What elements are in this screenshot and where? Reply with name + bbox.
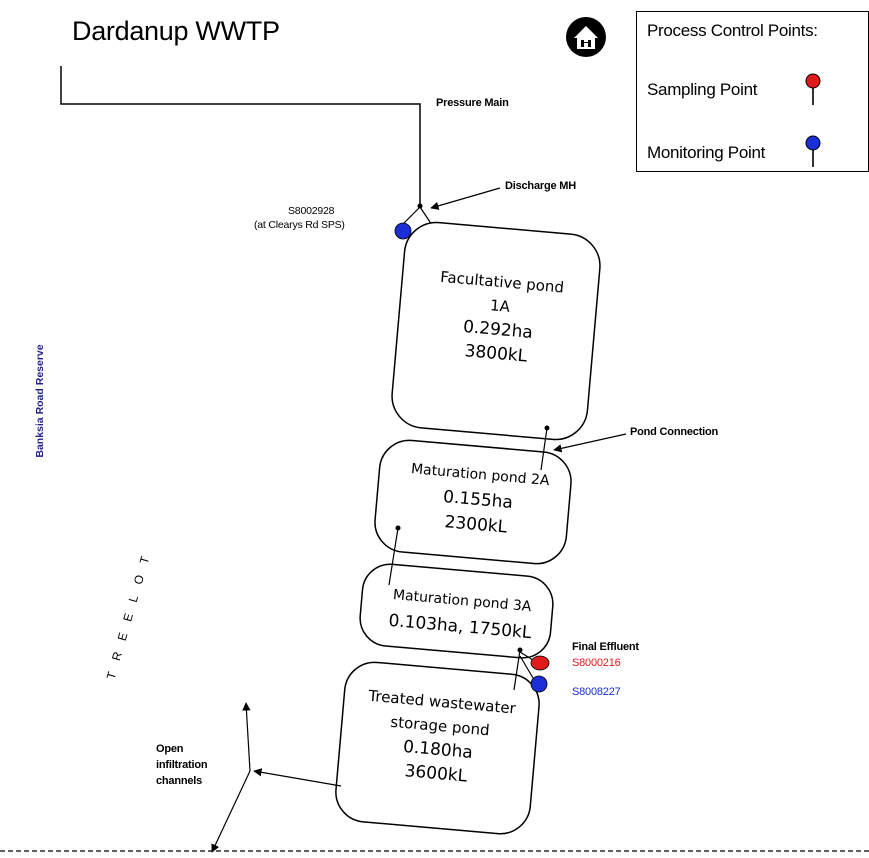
home-icon[interactable] — [563, 14, 609, 60]
pressure-main-line — [60, 66, 421, 205]
pond-connection-arrow — [553, 433, 627, 453]
s8008227-label: S8008227 — [572, 686, 621, 698]
blue-pin-icon — [805, 135, 821, 167]
legend-heading: Process Control Points: — [647, 21, 818, 40]
legend-monitoring-label: Monitoring Point — [647, 143, 766, 162]
pond-connection-3a-storage — [513, 649, 521, 691]
monitoring-point-s8008227 — [530, 675, 548, 693]
banksia-road-reserve-label: Banksia Road Reserve — [34, 344, 46, 458]
channel-arrow-down — [211, 770, 251, 853]
s8002928-id: S8002928 — [288, 205, 335, 217]
pond-3a — [359, 563, 554, 659]
legend-box: Process Control Points: Sampling Point M… — [636, 11, 869, 172]
s8000216-label: S8000216 — [572, 657, 621, 669]
pond-2a — [374, 439, 572, 565]
channel-arrow-up — [242, 702, 251, 772]
pond-storage-label: Treated wastewater storage pond 0.180ha … — [367, 686, 517, 787]
pond-connection-1a-2a — [540, 427, 548, 471]
pond-2a-label: Maturation pond 2A 0.155ha 2300kL — [410, 461, 551, 538]
page-title: Dardanup WWTP — [72, 16, 280, 46]
open-channels-label: Open infiltration channels — [156, 743, 208, 787]
discharge-mh-arrow — [430, 187, 501, 210]
legend-sampling-label: Sampling Point — [647, 80, 758, 99]
pond-1a — [391, 221, 601, 441]
outflow-arrow — [253, 768, 342, 787]
monitoring-point-s8002928 — [394, 222, 412, 240]
pond-storage — [335, 661, 540, 835]
s8002928-location: (at Clearys Rd SPS) — [254, 219, 345, 231]
final-effluent-label: Final Effluent — [572, 641, 639, 653]
pond-connection-2a-3a — [388, 527, 399, 586]
sps-connector — [403, 206, 421, 224]
sampling-point-s8000216 — [530, 655, 550, 671]
red-pin-icon — [805, 73, 821, 105]
pond-1a-label: Facultative pond 1A 0.292ha 3800kL — [439, 267, 565, 367]
discharge-mh-label: Discharge MH — [505, 180, 576, 192]
discharge-mh-point — [417, 203, 423, 209]
pressure-main-label: Pressure Main — [436, 97, 509, 109]
pond-connection-label: Pond Connection — [630, 426, 719, 438]
